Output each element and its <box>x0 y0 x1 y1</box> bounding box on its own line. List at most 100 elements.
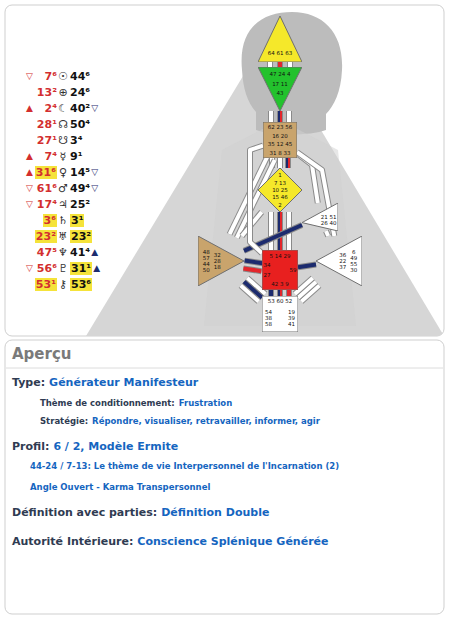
field-label: Type: <box>12 376 45 389</box>
channel-line <box>250 146 263 254</box>
gate-number: 15 46 <box>272 194 288 200</box>
activation-triangle: ▽ <box>91 166 98 179</box>
activation-triangle: ▽ <box>26 182 33 195</box>
channel-line <box>286 290 292 296</box>
overview-row: Définition avec parties: Définition Doubl… <box>12 506 269 519</box>
gate-number: 31 8 33 <box>270 150 291 156</box>
channel-line <box>241 285 259 301</box>
channel-line <box>268 111 274 122</box>
gate-activation: 61⁶ <box>37 182 57 195</box>
channel <box>271 290 289 296</box>
planet-symbol: ☉ <box>57 70 69 83</box>
gate-number: 47 24 4 <box>270 71 291 77</box>
field-value: Définition Double <box>161 506 269 519</box>
channel-line <box>277 158 283 168</box>
gate-activation: 7⁶ <box>45 70 57 83</box>
gate-activation: 49⁴ <box>70 182 90 195</box>
planet-symbol: ☾ <box>57 102 69 115</box>
channel-line <box>278 62 282 67</box>
energy-center: 48 57 44 5032 28 18 <box>198 236 244 286</box>
field-label: Définition avec parties: <box>12 506 157 519</box>
field-label: Thème de conditionnement: <box>40 398 175 408</box>
planet-symbol: ♄ <box>57 214 69 227</box>
field-value: Répondre, visualiser, retravailler, info… <box>92 416 320 426</box>
field-value: Angle Ouvert - Karma Transpersonnel <box>30 482 210 492</box>
overview-panel <box>5 340 444 614</box>
activation-triangle: ▲ <box>26 102 33 115</box>
planet-symbol: ♇ <box>57 262 69 275</box>
channel <box>250 146 263 254</box>
gate-number: 17 11 <box>272 81 288 87</box>
gate-activation: 23² <box>35 230 57 243</box>
field-value: Frustration <box>179 398 232 408</box>
planet-symbol: ♂ <box>57 182 69 195</box>
activation-triangle: ▽ <box>91 102 98 115</box>
energy-center: 64 61 63 <box>258 16 302 62</box>
gate-number: 2 <box>278 202 282 208</box>
gate-number: 7 13 <box>274 180 286 186</box>
gate-activation: 13² <box>37 86 57 99</box>
channel-line <box>326 231 328 236</box>
channel-line <box>286 111 292 122</box>
gate-activation: 23² <box>70 230 92 243</box>
channel-line <box>280 290 282 296</box>
overview-row: Autorité Intérieure:Conscience Splénique… <box>12 535 328 548</box>
channel-line <box>245 261 263 264</box>
overview-row: Profil:6 / 2, Modèle Ermite <box>12 440 178 453</box>
channel-line <box>278 111 282 122</box>
planet-symbol: ♅ <box>57 230 69 243</box>
gate-activation: 53⁶ <box>70 278 92 291</box>
channel-line <box>268 62 272 67</box>
gate-number: 6 49 55 30 <box>349 249 358 273</box>
gate-number: 59 <box>289 267 296 273</box>
gate-activation: 27¹ <box>37 134 57 147</box>
channel-line <box>287 290 291 296</box>
channel-line <box>298 265 316 268</box>
channel-line <box>243 269 261 272</box>
channel <box>298 265 316 268</box>
torso-shade <box>204 120 356 326</box>
planet-symbol: ⊕ <box>57 86 69 99</box>
gate-number: 35 12 45 <box>268 141 293 147</box>
field-label: Autorité Intérieure: <box>12 535 133 548</box>
chart-panel <box>5 5 444 336</box>
planet-symbol: ☿ <box>57 150 69 163</box>
channel-line <box>245 261 263 264</box>
channel-line <box>277 62 283 67</box>
field-value: Générateur Manifesteur <box>49 376 198 389</box>
gate-activation: 31¹ <box>70 262 92 275</box>
activation-triangle: ▽ <box>91 182 98 195</box>
gate-number: 10 25 <box>272 187 288 193</box>
energy-center: 21 51 26 40 <box>302 203 338 231</box>
gate-number: 64 61 63 <box>268 50 293 56</box>
gate-activation: 9¹ <box>70 150 82 163</box>
energy-center: 5 14 2934275942 3 9 <box>262 250 298 290</box>
channel-line <box>241 285 259 301</box>
channel <box>271 111 289 122</box>
energy-center: 17 1310 2515 462 <box>258 168 302 212</box>
gate-activation: 28¹ <box>37 118 57 131</box>
gate-activation: 24⁶ <box>70 86 90 99</box>
channel <box>243 261 262 272</box>
overview-row: Thème de conditionnement: Frustration <box>40 398 232 408</box>
overview-row: Stratégie: Répondre, visualiser, retravai… <box>40 416 320 426</box>
planet-symbol: ☋ <box>57 134 69 147</box>
gate-number: 21 51 26 40 <box>320 214 337 226</box>
gate-number: 36 22 37 <box>338 252 347 270</box>
gate-activation: 3¹ <box>70 214 84 227</box>
channel-line <box>277 290 283 296</box>
activation-triangle: ▽ <box>26 198 33 211</box>
channel-line <box>269 290 273 296</box>
channel-line <box>287 111 291 122</box>
gate-number: 42 3 9 <box>271 281 289 287</box>
energy-center: 47 24 4 17 11 43 <box>258 67 302 111</box>
activation-triangle: ▽ <box>26 70 33 83</box>
field-label: Stratégie: <box>40 416 88 426</box>
overview-row: Angle Ouvert - Karma Transpersonnel <box>30 482 210 492</box>
gate-activation: 53¹ <box>35 278 57 291</box>
gate-number: 62 23 56 <box>268 124 293 130</box>
gate-activation: 56⁶ <box>37 262 57 275</box>
channel-line <box>326 231 328 236</box>
head-silhouette <box>242 12 343 135</box>
gate-number: 43 <box>277 90 284 96</box>
